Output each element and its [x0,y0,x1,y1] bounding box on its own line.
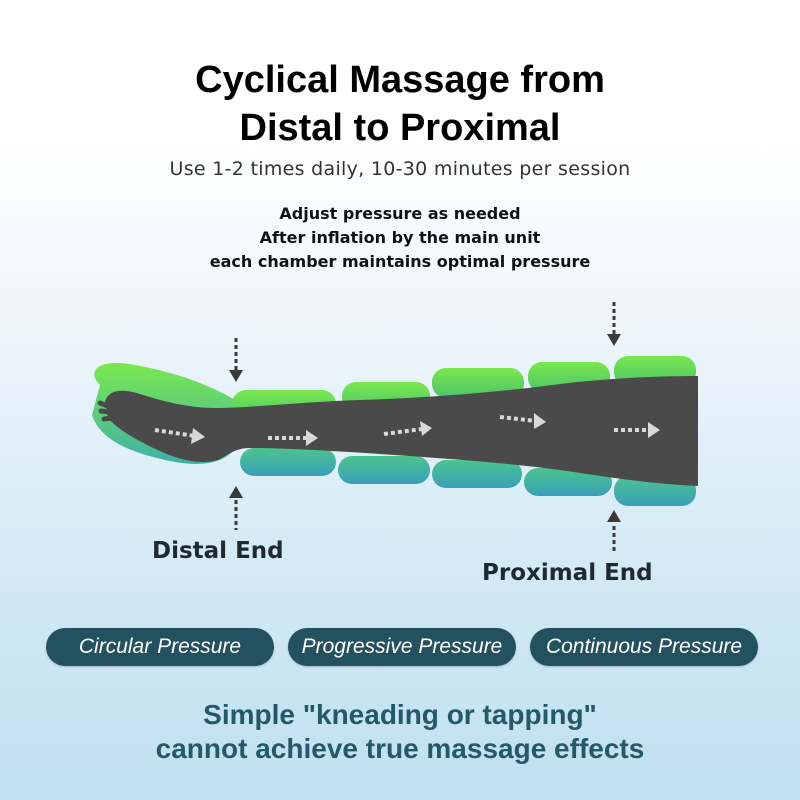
flow-arrowhead-3 [420,421,432,436]
pill-continuous-pressure: Continuous Pressure [530,628,758,666]
pressure-arrow-distal-bottom [229,486,243,530]
main-title: Cyclical Massage from Distal to Proximal [0,56,800,152]
title-line-2: Distal to Proximal [239,107,561,149]
chamber-top-3 [432,368,524,398]
bottom-line-1: Simple "kneading or tapping" [203,699,597,730]
note-line-2: After inflation by the main unit [259,228,541,247]
pressure-mode-pills: Circular Pressure Progressive Pressure C… [46,628,758,668]
pressure-arrow-distal-top [229,338,243,382]
pressure-arrow-proximal-bottom [607,510,621,554]
proximal-end-label: Proximal End [482,560,653,586]
pill-progressive-pressure: Progressive Pressure [288,628,516,666]
pressure-arrow-proximal-top [607,302,621,346]
chamber-bottom-4 [524,468,612,496]
title-line-1: Cyclical Massage from [195,59,605,101]
flow-arrowhead-4 [534,413,546,429]
leg-compression-illustration [92,302,698,554]
chamber-bottom-3 [432,460,522,488]
chamber-bottom-2 [338,456,430,484]
pill-circular-pressure: Circular Pressure [46,628,274,666]
toes-detail [97,400,116,422]
flow-arrowhead-1 [191,428,205,444]
bottom-statement: Simple "kneading or tapping" cannot achi… [0,698,800,766]
distal-end-label: Distal End [152,538,284,564]
chamber-bottom-1 [240,448,336,476]
flow-arrowhead-2 [306,430,318,446]
bottom-line-2: cannot achieve true massage effects [155,733,645,764]
pressure-notes: Adjust pressure as needed After inflatio… [0,202,800,274]
flow-arrow-3 [383,427,423,436]
note-line-1: Adjust pressure as needed [279,204,521,223]
usage-subtitle: Use 1-2 times daily, 10-30 minutes per s… [169,158,631,180]
note-line-3: each chamber maintains optimal pressure [209,252,591,271]
flow-arrowhead-5 [648,422,660,438]
flow-arrow-4 [499,415,537,423]
